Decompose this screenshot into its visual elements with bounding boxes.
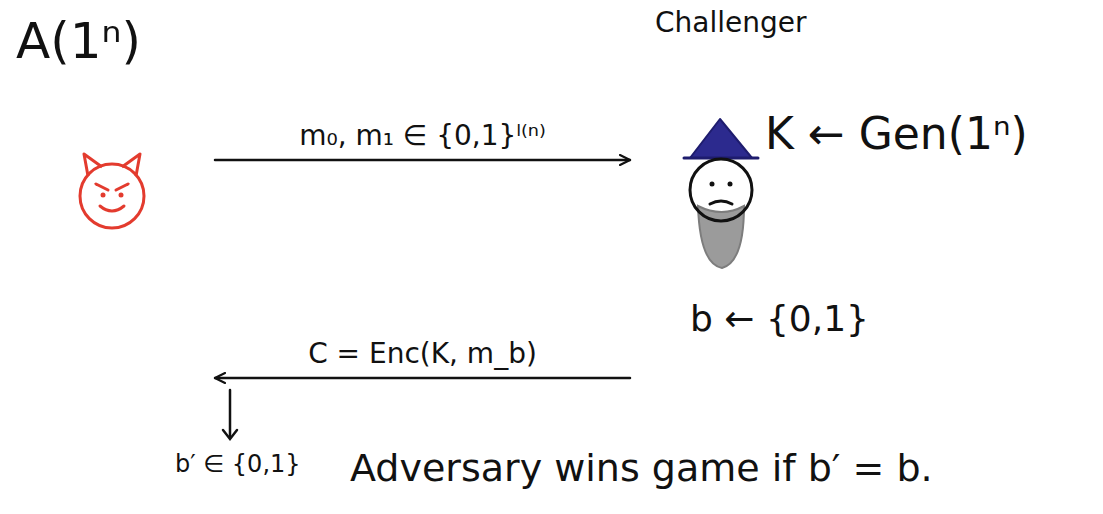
adversary-node: A(1ⁿ) <box>12 12 215 400</box>
node-label: A(1ⁿ) <box>16 12 141 70</box>
message-arrow <box>215 159 630 162</box>
challenger-node: Challenger <box>630 6 815 398</box>
pointer-arrowhead <box>223 430 237 439</box>
win-condition: Adversary wins game if b′ = b. <box>350 446 933 490</box>
message-arrow <box>215 377 630 380</box>
message-label: C = Enc(K, m_b) <box>304 337 541 370</box>
wizard-figure <box>670 114 780 274</box>
devil-face <box>62 140 162 240</box>
key-generation: K ← Gen(1ⁿ) <box>765 108 1028 159</box>
pointer-arrow <box>229 390 232 438</box>
message-label: m₀, m₁ ∈ {0,1}ˡ⁽ⁿ⁾ <box>295 119 550 152</box>
guess-output: b′ ∈ {0,1} <box>175 450 301 478</box>
node-label: Challenger <box>655 6 807 39</box>
bit-sampling: b ← {0,1} <box>690 298 869 339</box>
